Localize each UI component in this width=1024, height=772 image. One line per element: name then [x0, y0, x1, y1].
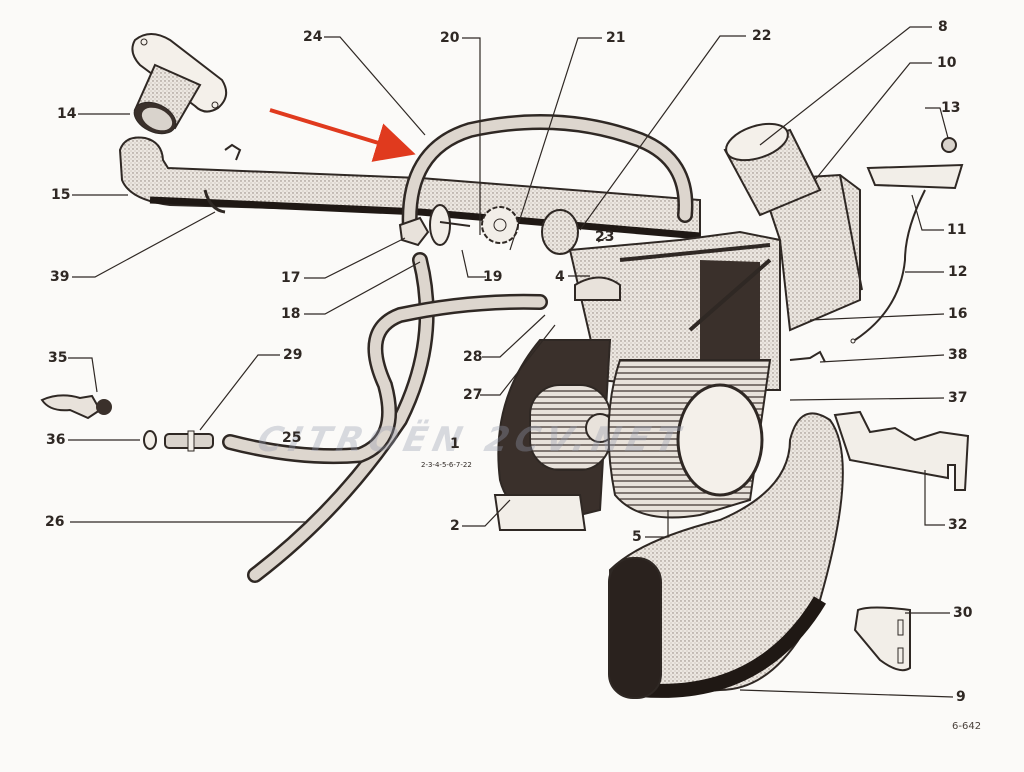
part-25-s-hose: [222, 293, 548, 465]
part-29-union: [164, 430, 214, 452]
leader-lines: [68, 26, 954, 698]
part-9-curved-duct: [608, 412, 844, 699]
part-35-tap: [40, 394, 112, 420]
plate-number: 6-642: [952, 721, 982, 732]
part-5-fan-housing-right: [607, 359, 772, 519]
part-12-cable: [850, 189, 926, 344]
callout-29: 29: [283, 347, 303, 363]
callout-18: 18: [281, 306, 301, 322]
part-21-gear-cap: [481, 206, 519, 244]
callout-36: 36: [46, 432, 66, 448]
callout-2: 2: [450, 518, 460, 534]
callout-35: 35: [48, 350, 68, 366]
part-8-inlet-pipe: [723, 122, 822, 217]
callout-10: 10: [937, 55, 957, 71]
callout-39: 39: [50, 269, 70, 285]
callout-4: 4: [555, 269, 565, 285]
callout-37: 37: [948, 390, 968, 406]
callout-26: 26: [45, 514, 65, 530]
callout-9: 9: [956, 689, 966, 705]
part-14-flange-pipe: [131, 33, 228, 135]
part-38-clip: [789, 350, 826, 363]
callout-23: 23: [595, 229, 615, 245]
part-10-inlet-housing: [758, 173, 863, 332]
part-11-bracket-plate: [866, 163, 964, 190]
callout-32: 32: [948, 517, 968, 533]
callout-24: 24: [303, 29, 323, 45]
part-32-bracket: [833, 410, 970, 491]
callout-22: 22: [752, 28, 772, 44]
highlight-arrow: [269, 108, 416, 162]
part-13-nut: [941, 137, 957, 153]
callout-17: 17: [281, 270, 301, 286]
callout-25: 25: [282, 430, 302, 446]
callout-13: 13: [941, 100, 961, 116]
part-36-washer: [143, 430, 157, 450]
callout-20: 20: [440, 30, 460, 46]
callout-16: 16: [948, 306, 968, 322]
callout-8: 8: [938, 19, 948, 35]
callout-15: 15: [51, 187, 71, 203]
callout-27: 27: [463, 387, 483, 403]
callout-5: 5: [632, 529, 642, 545]
part-17-tee-fitting: [398, 216, 430, 247]
callout-38: 38: [948, 347, 968, 363]
callout-28: 28: [463, 349, 483, 365]
callout-11: 11: [947, 222, 967, 238]
callout-1-subparts: 2-3-4-5-6-7-22: [421, 461, 472, 469]
part-2-fan-housing-left: [493, 339, 615, 531]
callout-1: 1: [450, 436, 460, 452]
callout-21: 21: [606, 30, 626, 46]
part-4-cap: [541, 209, 579, 255]
part-30-triangle-bracket: [853, 606, 911, 672]
callout-19: 19: [483, 269, 503, 285]
callout-14: 14: [57, 106, 77, 122]
callout-30: 30: [953, 605, 973, 621]
callout-12: 12: [948, 264, 968, 280]
part-19-valve: [429, 204, 471, 246]
